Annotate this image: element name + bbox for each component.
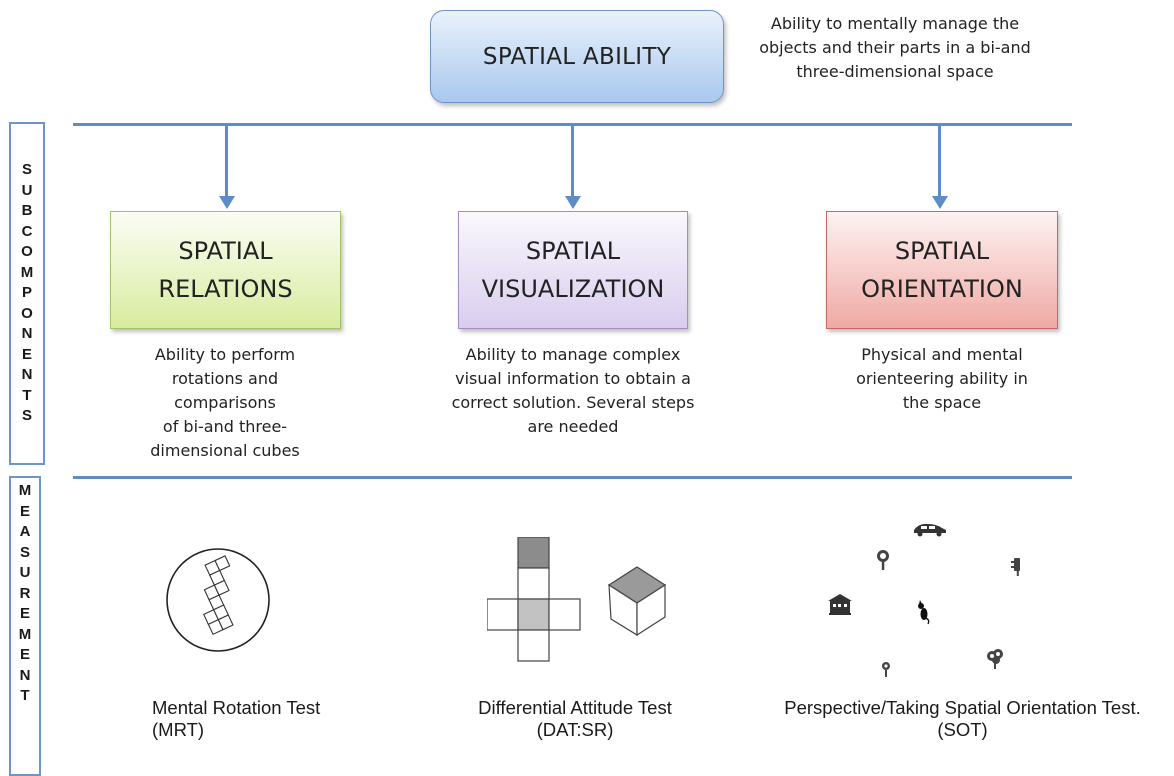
spatial-ability-title: SPATIAL ABILITY	[482, 43, 672, 70]
measurement-side-label: M E A S U R E M E N T	[9, 476, 41, 776]
description-line: dimensional cubes	[150, 441, 300, 460]
arrow-down-icon	[932, 196, 948, 209]
test-label-line: Mental Rotation Test	[152, 697, 321, 718]
cube-net-figure	[487, 537, 667, 662]
subcomponents-side-label: S U B C O M P O N E N T S	[9, 122, 45, 465]
spatial-orientation-description: Physical and mental orienteering ability…	[830, 343, 1054, 415]
side-letter: E	[19, 646, 30, 663]
side-letter: P	[21, 284, 32, 302]
side-letter: A	[19, 523, 31, 540]
test-label-line: Perspective/Taking Spatial Orientation T…	[784, 697, 1141, 718]
test-label-line: (SOT)	[937, 719, 988, 740]
description-line: Ability to perform	[154, 345, 296, 364]
traffic-light-icon	[1011, 558, 1020, 576]
spatial-ability-node: SPATIAL ABILITY	[430, 10, 724, 103]
side-letter: E	[21, 345, 32, 363]
spatial-relations-description: Ability to perform rotations and compari…	[125, 343, 325, 463]
description-line: the space	[902, 393, 982, 412]
description-line: are needed	[527, 417, 619, 436]
cube-icon	[607, 566, 667, 637]
side-letter: S	[19, 543, 30, 561]
test-label-line: (DAT:SR)	[536, 719, 614, 740]
node-title-line: SPATIAL	[525, 237, 621, 265]
mental-rotation-figure	[166, 548, 270, 652]
house-icon	[828, 594, 852, 615]
tree-icon	[877, 550, 889, 570]
side-letter: S	[21, 161, 32, 179]
arrow-down-icon	[565, 196, 581, 209]
side-letter: S	[21, 407, 32, 425]
node-title-line: RELATIONS	[158, 275, 293, 303]
node-title-line: VISUALIZATION	[481, 275, 665, 303]
side-letter: N	[21, 325, 33, 343]
flower-icon	[882, 662, 890, 677]
cat-icon	[918, 600, 930, 625]
section-divider-line	[73, 476, 1072, 479]
description-line: three-dimensional space	[796, 62, 994, 81]
spatial-visualization-description: Ability to manage complex visual informa…	[448, 343, 698, 439]
arrow-shaft	[571, 125, 574, 198]
description-line: rotations and comparisons	[171, 369, 279, 412]
side-letter: R	[19, 584, 31, 602]
car-icon	[914, 523, 946, 537]
description-line: of bi-and three-	[162, 417, 288, 436]
side-letter: M	[18, 482, 32, 499]
node-title-line: SPATIAL	[178, 237, 273, 265]
description-line: orienteering ability in	[856, 369, 1028, 388]
side-letter: U	[21, 181, 33, 199]
side-letter: N	[19, 666, 31, 684]
mrt-label: Mental Rotation Test (MRT)	[152, 697, 382, 741]
description-line: Ability to manage complex	[465, 345, 681, 364]
arrow-shaft	[225, 125, 228, 198]
description-line: Physical and mental	[861, 345, 1023, 364]
side-letter: T	[22, 386, 32, 404]
dat-label: Differential Attitude Test (DAT:SR)	[440, 697, 710, 741]
description-line: correct solution. Several steps	[451, 393, 695, 412]
spatial-orientation-node: SPATIAL ORIENTATION	[826, 211, 1058, 329]
bush-icon	[987, 649, 1003, 669]
description-line: Ability to mentally manage the	[770, 14, 1020, 33]
side-letter: O	[21, 304, 33, 322]
spatial-orientation-map	[828, 523, 1020, 677]
description-line: visual information to obtain a	[455, 369, 691, 388]
node-title-line: SPATIAL	[894, 237, 990, 265]
test-label-line: (MRT)	[152, 719, 205, 740]
side-letter: O	[21, 243, 33, 261]
top-connector-line	[73, 123, 1072, 126]
spatial-relations-node: SPATIAL RELATIONS	[110, 211, 341, 329]
side-letter: U	[19, 564, 31, 581]
side-letter: N	[21, 366, 33, 384]
spatial-ability-description: Ability to mentally manage the objects a…	[735, 12, 1055, 84]
sot-label: Perspective/Taking Spatial Orientation T…	[750, 697, 1174, 741]
spatial-visualization-node: SPATIAL VISUALIZATION	[458, 211, 688, 329]
side-letter: B	[21, 202, 33, 220]
side-letter: M	[18, 625, 32, 643]
node-title-line: ORIENTATION	[861, 275, 1023, 303]
arrow-down-icon	[219, 196, 235, 209]
side-letter: C	[21, 222, 33, 240]
side-letter: E	[19, 605, 30, 622]
side-letter: T	[20, 687, 30, 704]
side-letter: E	[19, 502, 30, 520]
test-label-line: Differential Attitude Test	[478, 697, 672, 718]
arrow-shaft	[938, 125, 941, 198]
description-line: objects and their parts in a bi-and	[759, 38, 1031, 57]
side-letter: M	[20, 263, 34, 281]
